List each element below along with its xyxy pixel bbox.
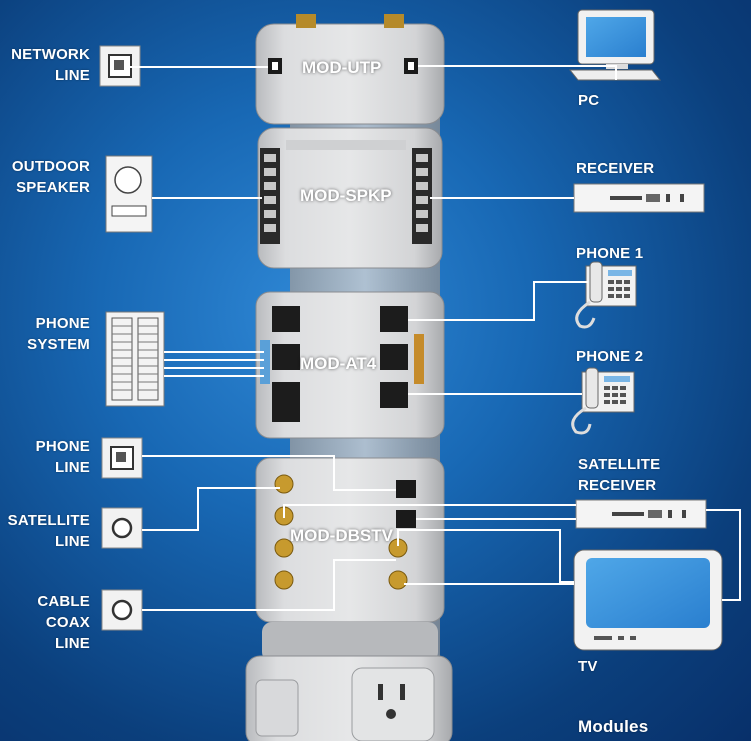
footer-modules-label: Modules	[578, 717, 649, 736]
phone-jack-icon	[101, 437, 143, 479]
mod-utp-module	[255, 14, 445, 125]
mod-dbstv-label: MOD-DBSTV	[290, 526, 393, 545]
mod-spkp-module	[257, 127, 443, 269]
phone1-icon	[575, 261, 637, 329]
phone1-label: PHONE 1	[576, 245, 644, 262]
phone-system-icon	[105, 311, 165, 407]
module-stack	[245, 14, 453, 741]
receiver-label: RECEIVER	[576, 160, 655, 177]
mod-dbstv-module	[255, 457, 445, 623]
satellite-jack-icon	[101, 507, 143, 549]
satellite-receiver-icon	[575, 499, 707, 529]
mod-at4-label: MOD-AT4	[300, 354, 377, 373]
mod-at4-module	[255, 291, 445, 439]
phone2-label: PHONE 2	[576, 348, 644, 365]
mod-spkp-label: MOD-SPKP	[300, 186, 392, 205]
outdoor-speaker-icon	[105, 155, 153, 233]
receiver-icon	[573, 183, 705, 213]
cable-coax-jack-icon	[101, 589, 143, 631]
mod-utp-label: MOD-UTP	[302, 58, 382, 77]
tv-icon	[573, 549, 723, 651]
phone2-icon	[571, 367, 635, 435]
outlet-base	[245, 622, 453, 741]
tv-label: TV	[578, 658, 598, 675]
pc-label: PC	[578, 92, 600, 109]
wiring	[130, 65, 741, 611]
